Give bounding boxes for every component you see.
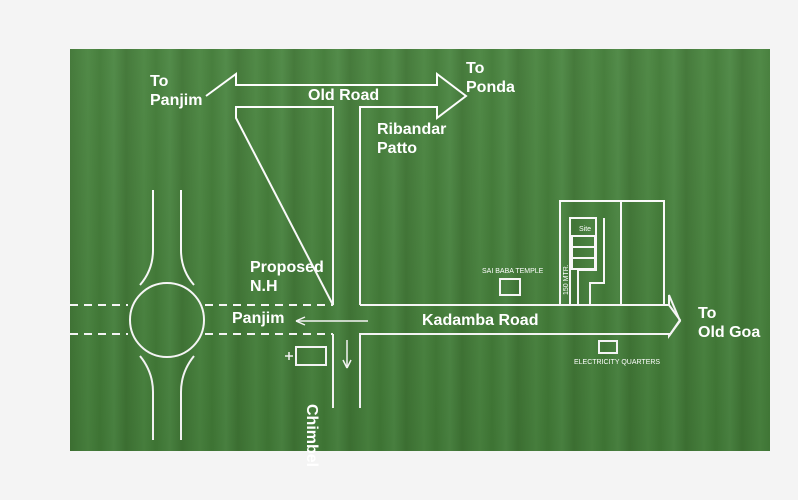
to-old-goa-label-1: To — [698, 305, 717, 322]
roundabout-south-road — [139, 355, 195, 440]
chimbel-arrow-head — [342, 359, 352, 369]
panjim-label: Panjim — [232, 310, 285, 327]
roundabout-west-road — [70, 304, 128, 335]
to-old-goa-label-2: Old Goa — [698, 324, 761, 341]
clinic-box — [295, 346, 327, 366]
distance-label: 150 MTR. — [563, 264, 570, 295]
proposed-nh-label-1: Proposed — [250, 259, 324, 276]
location-map — [70, 49, 770, 451]
ribandar-label-2: Patto — [377, 140, 417, 157]
site-block-outline — [559, 200, 665, 305]
site-plot-3 — [571, 257, 596, 270]
kadamba-road-label: Kadamba Road — [422, 312, 539, 329]
ribandar-label-1: Ribandar — [377, 121, 447, 138]
old-road-label: Old Road — [308, 87, 380, 104]
proposed-nh-label-2: N.H — [250, 278, 278, 295]
clinic-cross — [285, 352, 293, 360]
roundabout — [129, 282, 205, 358]
to-panjim-label-2: Panjim — [150, 92, 203, 109]
road-network — [70, 71, 682, 440]
site-label: Site — [579, 226, 592, 233]
kadamba-road-edge — [668, 304, 682, 337]
old-road-arrow — [205, 71, 468, 306]
electricity-quarters-label: ELECTRICITY QUARTERS — [574, 359, 661, 366]
to-ponda-label-1: To — [466, 60, 485, 77]
site-plot-1 — [571, 235, 596, 248]
to-ponda-label-2: Ponda — [466, 79, 515, 96]
site-lane-right — [589, 218, 605, 305]
roundabout-north-road — [139, 190, 195, 286]
panjim-arrow-head — [295, 316, 306, 326]
sai-baba-temple-box — [499, 278, 521, 296]
chimbel-label: Chimbel — [303, 404, 320, 468]
to-panjim-label-1: To — [150, 73, 169, 90]
sai-baba-temple-label: SAI BABA TEMPLE — [482, 268, 544, 275]
electricity-quarters-box — [598, 340, 618, 354]
site-plot-2 — [571, 246, 596, 259]
